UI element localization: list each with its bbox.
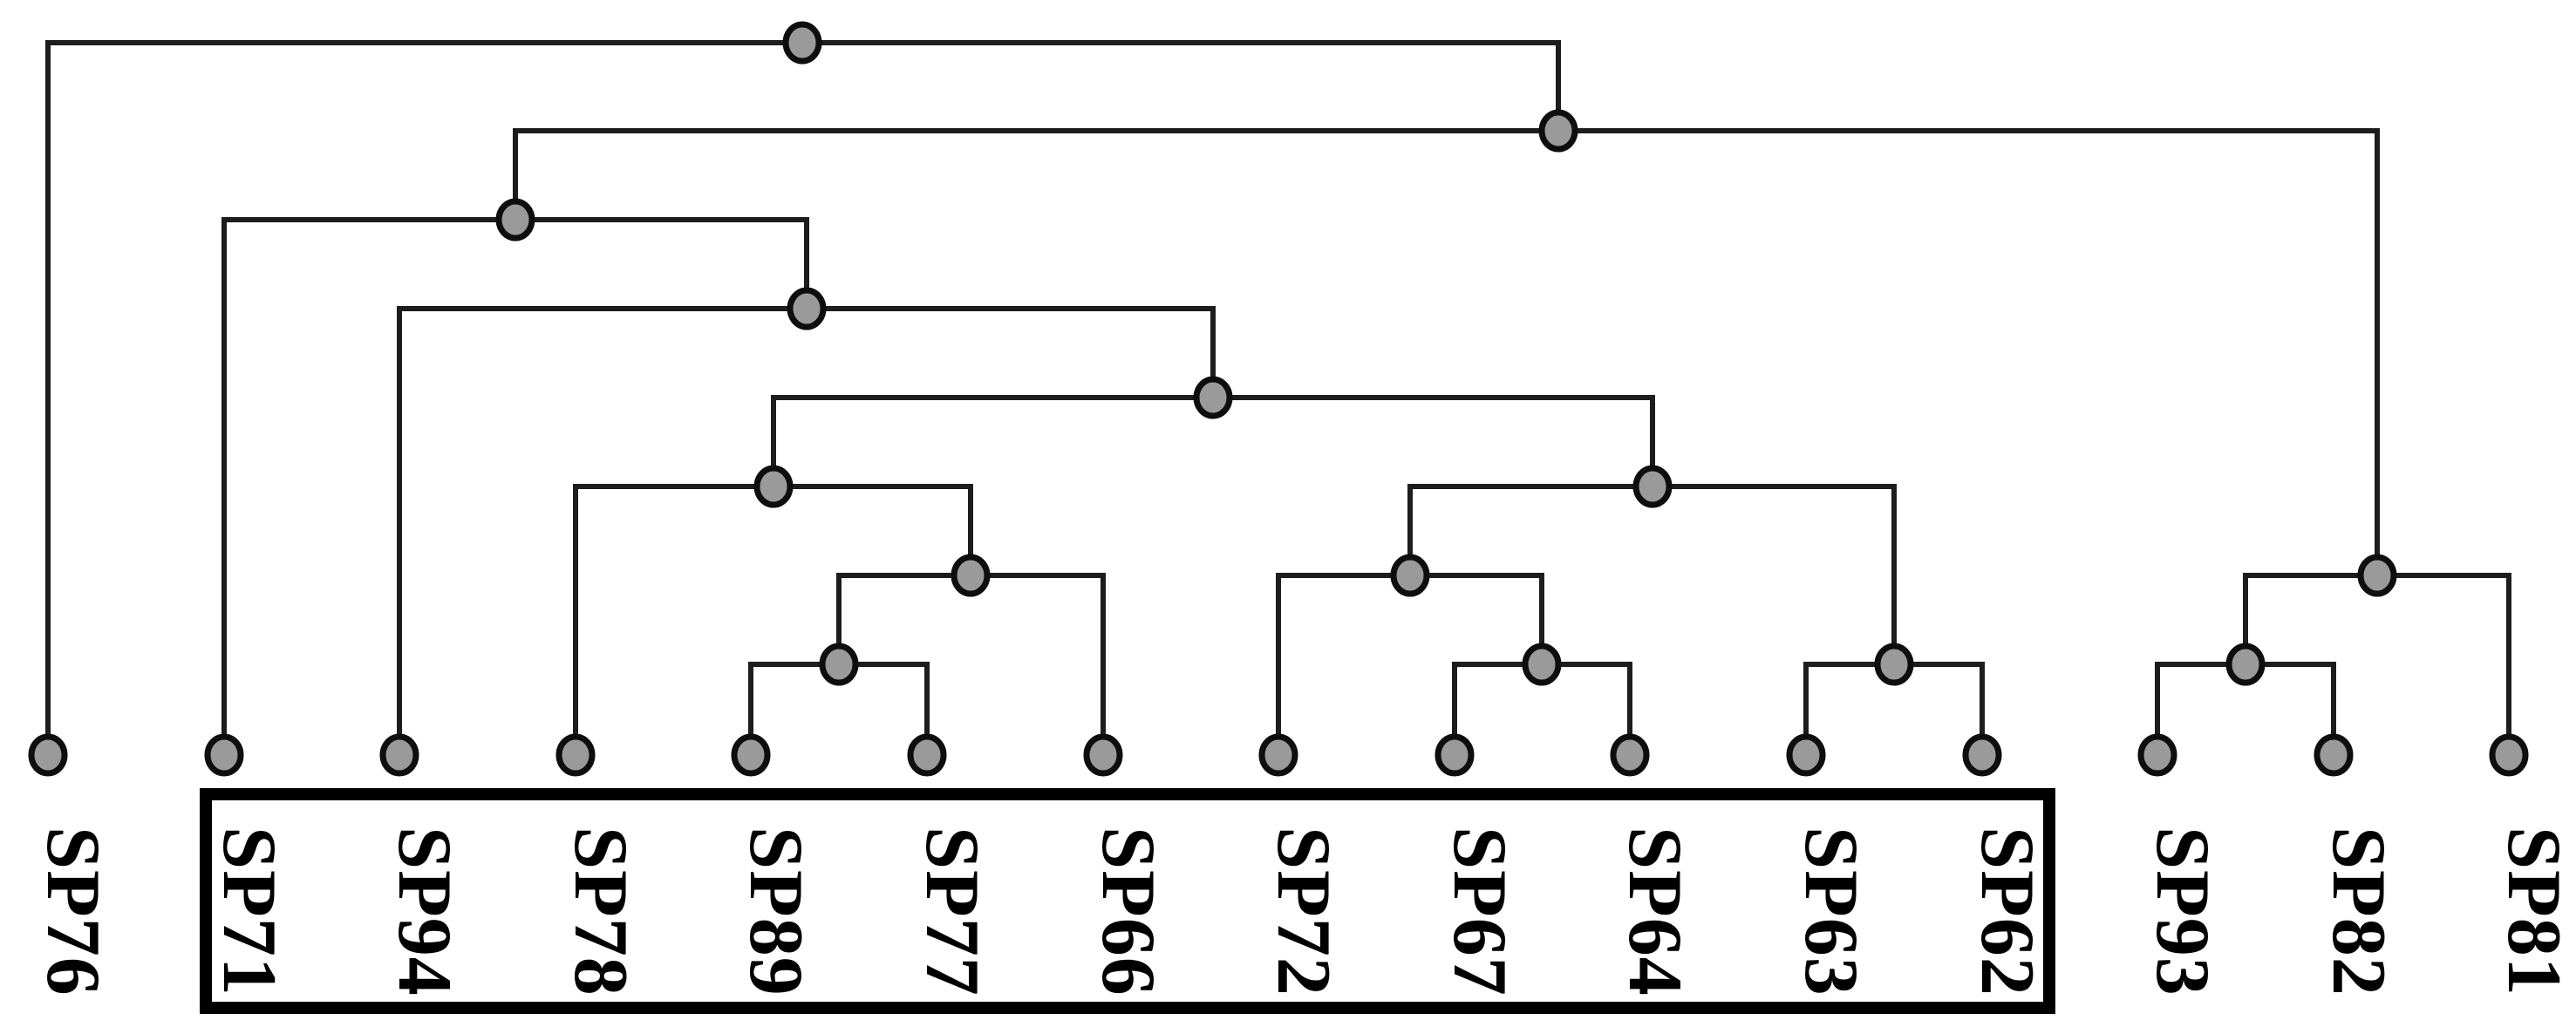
leaf-label-SP82: SP82 [2316, 827, 2401, 997]
cluster-node-node-sp94 [787, 287, 827, 330]
leaf-label-SP63: SP63 [1789, 827, 1873, 997]
cluster-highlight-box [200, 788, 2055, 1014]
leaf-node-SP71 [204, 733, 244, 777]
leaf-label-SP67: SP67 [1437, 827, 1522, 997]
leaf-node-SP64 [1610, 733, 1650, 777]
cluster-node-pair-sp89-sp77 [819, 643, 859, 686]
cluster-node-pair-sp93-sp82 [2225, 643, 2266, 686]
cluster-node-pair-sp67-sp64 [1522, 643, 1562, 686]
leaf-label-SP66: SP66 [1086, 827, 1170, 997]
leaf-label-SP72: SP72 [1261, 827, 1346, 997]
cluster-node-node-sp81 [2357, 554, 2397, 597]
leaf-node-SP81 [2489, 733, 2529, 777]
cluster-node-node-mid [1193, 376, 1233, 419]
leaf-label-SP71: SP71 [207, 827, 291, 997]
cluster-node-node-sp71 [495, 198, 535, 241]
leaf-node-SP82 [2314, 733, 2354, 777]
leaf-label-SP64: SP64 [1612, 827, 1697, 997]
leaf-node-SP77 [907, 733, 947, 777]
leaf-label-SP78: SP78 [558, 827, 643, 997]
leaf-node-SP67 [1435, 733, 1475, 777]
cluster-node-node-main-right [1538, 109, 1578, 153]
cluster-node-node-sp72 [1390, 554, 1430, 597]
leaf-label-SP76: SP76 [31, 827, 115, 997]
cluster-node-node-sp66 [951, 554, 991, 597]
leaf-label-SP81: SP81 [2491, 827, 2576, 997]
leaf-label-SP93: SP93 [2140, 827, 2225, 997]
cluster-node-pair-sp63-sp62 [1874, 643, 1914, 686]
leaf-node-SP93 [2137, 733, 2177, 777]
leaf-node-SP62 [1962, 733, 2002, 777]
leaf-node-SP78 [555, 733, 596, 777]
cluster-node-node-sp78 [753, 465, 794, 508]
cluster-node-root [782, 21, 822, 65]
leaf-node-SP94 [379, 733, 419, 777]
leaf-label-SP94: SP94 [382, 827, 467, 997]
leaf-label-SP77: SP77 [910, 827, 994, 997]
leaf-label-SP89: SP89 [733, 827, 818, 997]
leaf-node-SP89 [731, 733, 771, 777]
leaf-node-SP66 [1083, 733, 1123, 777]
leaf-node-SP76 [28, 733, 68, 777]
leaf-node-SP63 [1786, 733, 1826, 777]
leaf-label-SP62: SP62 [1965, 827, 2049, 997]
leaf-node-SP72 [1258, 733, 1298, 777]
cluster-node-node-right-mid [1632, 465, 1673, 508]
